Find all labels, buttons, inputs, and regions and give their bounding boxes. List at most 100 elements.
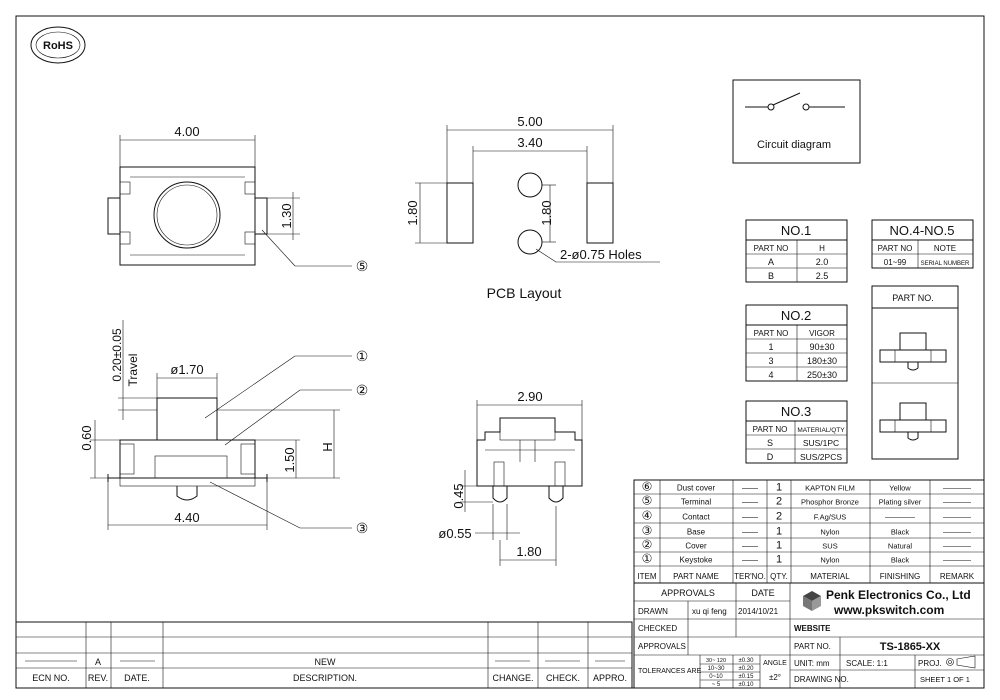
drawing-text: DATE: [751, 588, 774, 598]
bom-cell-remark: ————: [943, 486, 971, 493]
drawing-text: 4: [768, 370, 773, 380]
bom-cell-ter: ——: [742, 484, 758, 493]
drawing-text: ±2°: [769, 673, 781, 682]
base-height-dim: 0.60: [79, 425, 94, 450]
bom-cell-remark: ————: [943, 558, 971, 565]
bom-cell-remark: ————: [943, 500, 971, 507]
bom-cell-material: Phosphor Bronze: [801, 498, 859, 507]
drawing-text: MATERIAL/QTY: [797, 427, 845, 434]
drawing-text: VIGOR: [809, 329, 835, 338]
drawing-text: 2.5: [816, 271, 829, 281]
stem-dia-dim: ø1.70: [170, 362, 203, 377]
end-width-dim: 2.90: [517, 389, 542, 404]
drawing-text: ±0.20: [739, 666, 755, 672]
rev-description: NEW: [315, 657, 337, 667]
pcb-layout: 5.00 3.40 1.80 1.80 2-ø0.75 Holes PCB La…: [405, 114, 660, 301]
bom-cell-item: ④: [642, 509, 653, 523]
bom-cell-finishing: Plating silver: [879, 498, 922, 507]
drawing-text: CHECKED: [638, 624, 677, 633]
bom-cell-ter: ——: [742, 528, 758, 537]
h-label: H: [320, 442, 335, 451]
company-name: Penk Electronics Co., Ltd: [826, 588, 971, 602]
drawing-text: ANGLE: [763, 660, 787, 667]
drawing-text: ±0.30: [739, 658, 755, 664]
pcb-layout-title: PCB Layout: [487, 285, 562, 301]
bom-cell-name: Contact: [682, 513, 710, 522]
callout-2: ②: [356, 382, 369, 398]
drawing-text: DATE.: [124, 673, 150, 683]
pcb-hole-spacing-dim: 1.80: [539, 200, 554, 225]
drawing-text: ~ 5: [712, 682, 721, 688]
drawing-text: MATERIAL: [810, 572, 850, 581]
drawing-text: SHEET 1 OF 1: [920, 675, 970, 684]
drawing-text: DRAWN: [638, 607, 668, 616]
table-no4-no5: NO.4-NO.5 PART NO NOTE 01~99 SERIAL NUMB…: [871, 219, 974, 269]
bom-cell-qty: 2: [776, 496, 782, 508]
drawing-text: SERIAL NUMBER: [921, 261, 970, 267]
drawing-text: 1: [768, 342, 773, 352]
bom-cell-item: ⑤: [642, 494, 653, 508]
bom-cell-qty: 1: [776, 554, 782, 566]
company-website: www.pkswitch.com: [833, 603, 944, 617]
top-view: 4.00 1.30 ⑤: [107, 124, 369, 274]
bom-cell-finishing: Yellow: [889, 484, 911, 493]
projection-symbol-icon: [946, 655, 976, 669]
drawing-text: 180±30: [807, 356, 837, 366]
rohs-logo: RoHS: [30, 26, 86, 64]
drawing-text: NO.2: [781, 308, 811, 323]
drawing-text: NO.3: [781, 404, 811, 419]
drawing-text: ITEM: [637, 572, 656, 581]
drawing-text: APPROVALS: [638, 642, 686, 651]
drawing-text: 3: [768, 356, 773, 366]
bom-cell-finishing: ————: [885, 513, 916, 522]
table-no1: NO.1 PART NO H A 2.0 B 2.5: [745, 219, 848, 283]
drawn-date: 2014/10/21: [738, 607, 779, 616]
drawing-text: QTY.: [770, 572, 788, 581]
bom-cell-item: ③: [642, 524, 653, 538]
pin-dia-dim: ø0.55: [438, 526, 471, 541]
bom-header-row: ITEM PART NAME TER'NO. QTY. MATERIAL FIN…: [637, 572, 974, 581]
callout-3: ③: [356, 520, 369, 536]
drawing-text: SUS/2PCS: [800, 452, 842, 462]
drawing-text: ±0.10: [739, 682, 755, 688]
drawing-text: WEBSITE: [794, 624, 831, 633]
drawing-text: NO.1: [781, 223, 811, 238]
bom-cell-item: ②: [642, 538, 653, 552]
drawing-text: SCALE: 1:1: [846, 659, 888, 668]
drawing-text: 10~30: [708, 666, 726, 672]
drawing-text: 01~99: [884, 258, 907, 267]
drawing-text: 250±30: [807, 370, 837, 380]
bom-cell-finishing: Black: [891, 528, 910, 537]
drawing-text: PART NO: [754, 329, 789, 338]
h-height-dim: 1.50: [282, 447, 297, 472]
part-no-figures: PART NO.: [871, 285, 959, 460]
callout-5: ⑤: [356, 258, 369, 274]
bom-cell-ter: ——: [742, 542, 758, 551]
bom-cell-finishing: Black: [891, 556, 910, 565]
drawing-text: NOTE: [934, 244, 956, 253]
drawing-text: B: [768, 271, 774, 281]
bom-cell-remark: ————: [943, 515, 971, 522]
side-view: 0.20±0.05 Travel ø1.70 0.60 1.50 H 4.40 …: [79, 320, 368, 536]
drawn-by: xu qi feng: [692, 607, 727, 616]
drawing-text: REMARK: [940, 572, 975, 581]
drawing-text: APPROVALS: [661, 588, 715, 598]
bom-cell-name: Keystoke: [680, 556, 713, 565]
table-no2: NO.2 PART NO VIGOR 1 90±30 3 180±30 4 25…: [745, 304, 848, 382]
drawing-text: UNIT: mm: [794, 659, 830, 668]
drawing-text: PART NO: [878, 244, 913, 253]
drawing-text: TOLERANCES ARE: [638, 668, 702, 675]
drawing-text: APPRO.: [593, 673, 627, 683]
drawing-text: ±0.15: [739, 674, 755, 680]
drawing-text: DRAWING NO.: [794, 675, 849, 684]
bom-cell-material: SUS: [822, 542, 837, 551]
pcb-outer-dim: 5.00: [517, 114, 542, 129]
drawing-text: PART NAME: [673, 572, 719, 581]
